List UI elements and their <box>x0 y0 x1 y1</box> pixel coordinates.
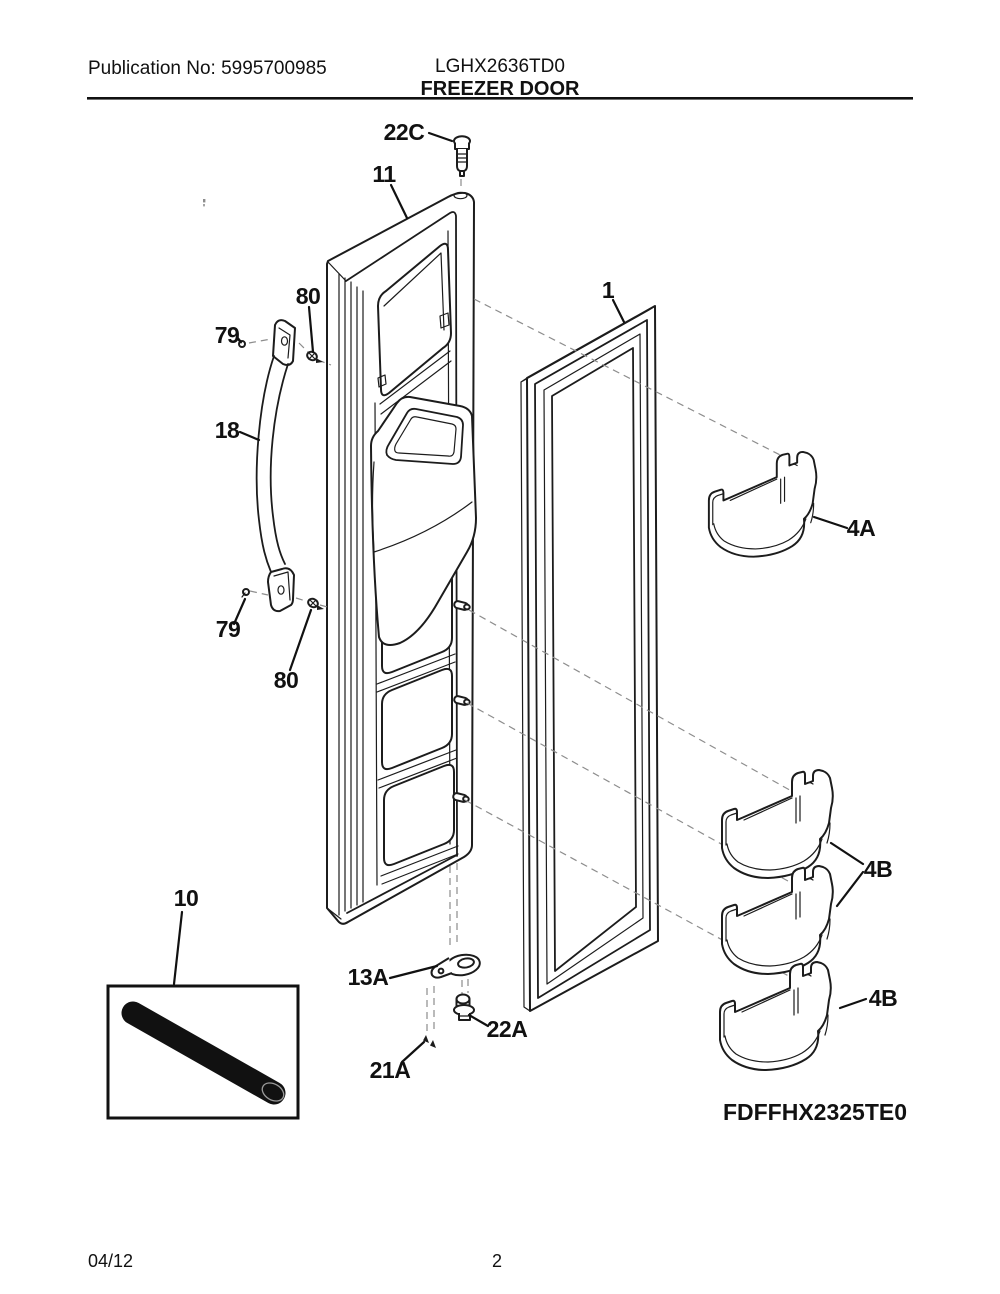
bottom-hinge-screw-22a <box>453 993 475 1021</box>
page-header: Publication No: 5995700985 LGHX2636TD0 F… <box>87 56 913 100</box>
callout-11: 11 <box>372 161 396 187</box>
section-title: FREEZER DOOR <box>421 78 580 100</box>
screws-21a <box>423 1035 436 1048</box>
callout-4a: 4A <box>847 515 875 541</box>
handle-bottom-mount <box>267 567 295 613</box>
model-number: LGHX2636TD0 <box>435 56 565 77</box>
door-bin-4b-3 <box>719 961 832 1071</box>
handle-bar <box>255 355 275 573</box>
handle-top-mount <box>272 319 296 366</box>
door-bin-4b-1 <box>721 769 834 879</box>
bin-mounting-pegs <box>452 600 471 803</box>
callout-4b-upper: 4B <box>864 856 892 882</box>
screw-79-bottom <box>241 588 250 598</box>
bottom-hinge-bearing-13a <box>430 953 481 979</box>
screw-80-bottom <box>307 597 324 610</box>
callout-21a: 21A <box>370 1057 411 1083</box>
screw-80-top <box>306 350 323 363</box>
footer-date: 04/12 <box>88 1251 133 1271</box>
callout-1: 1 <box>602 277 615 303</box>
page-footer: 04/12 2 <box>88 1251 502 1271</box>
callout-79-top: 79 <box>215 322 240 348</box>
scan-speck <box>203 199 206 207</box>
trim-rod <box>121 1001 286 1105</box>
callout-labels: 22C 11 80 79 18 79 80 1 4A 4B 4B 10 13A … <box>174 119 898 1083</box>
callout-10: 10 <box>174 885 199 911</box>
callout-13a: 13A <box>348 964 389 990</box>
freezer-door-panel <box>326 191 477 925</box>
hinge-pin-screw-22c <box>453 135 471 190</box>
callout-80-top: 80 <box>296 283 321 309</box>
publication-number: Publication No: 5995700985 <box>88 58 327 79</box>
callout-4b-lower: 4B <box>869 985 897 1011</box>
door-bin-4b-2 <box>721 865 834 975</box>
dispenser-chute-housing <box>370 395 477 646</box>
header-rule <box>87 97 913 100</box>
door-bin-4a <box>707 450 818 558</box>
hinge-pin-hole <box>453 191 468 200</box>
callout-79-bottom: 79 <box>216 616 241 642</box>
door-handle <box>237 319 332 613</box>
trim-kit-box-10 <box>106 984 300 1120</box>
callout-80-bottom: 80 <box>274 667 299 693</box>
cabinet-model-reference: FDFFHX2325TE0 <box>723 1099 907 1125</box>
callout-22a: 22A <box>487 1016 528 1042</box>
door-upper-pocket <box>377 242 452 415</box>
callout-22c: 22C <box>384 119 425 145</box>
callout-leaders <box>172 131 868 1064</box>
callout-18: 18 <box>215 417 240 443</box>
footer-page-number: 2 <box>492 1251 502 1271</box>
door-gasket <box>520 305 659 1012</box>
